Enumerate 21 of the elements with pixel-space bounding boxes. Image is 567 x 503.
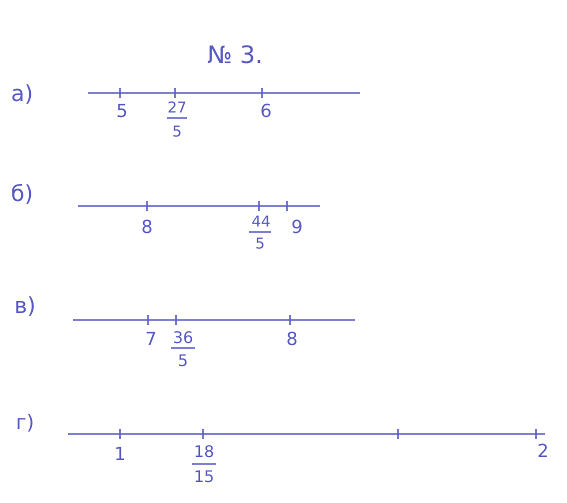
tick-label: 5	[116, 103, 128, 121]
tick-label: 8	[286, 331, 298, 349]
fraction-denominator: 5	[172, 124, 182, 140]
fraction-denominator: 15	[194, 469, 214, 485]
fraction-numerator: 27	[167, 100, 187, 116]
part-label: б)	[10, 184, 34, 206]
fraction-numerator: 18	[194, 444, 214, 460]
fraction-denominator: 5	[255, 236, 265, 252]
tick-label: 2	[537, 443, 549, 461]
exercise-number: № 3.	[207, 43, 263, 67]
tick-label: 8	[141, 219, 153, 237]
part-label: в)	[14, 296, 36, 318]
fraction-denominator: 5	[178, 353, 188, 369]
part-label: а)	[10, 84, 34, 106]
tick-label: 6	[260, 103, 272, 121]
tick-label: 1	[114, 446, 126, 464]
tick-label: 7	[145, 331, 157, 349]
tick-label: 9	[291, 219, 303, 237]
fraction-numerator: 36	[172, 330, 194, 346]
fraction-numerator: 44	[251, 214, 271, 230]
part-label: г)	[16, 412, 34, 432]
